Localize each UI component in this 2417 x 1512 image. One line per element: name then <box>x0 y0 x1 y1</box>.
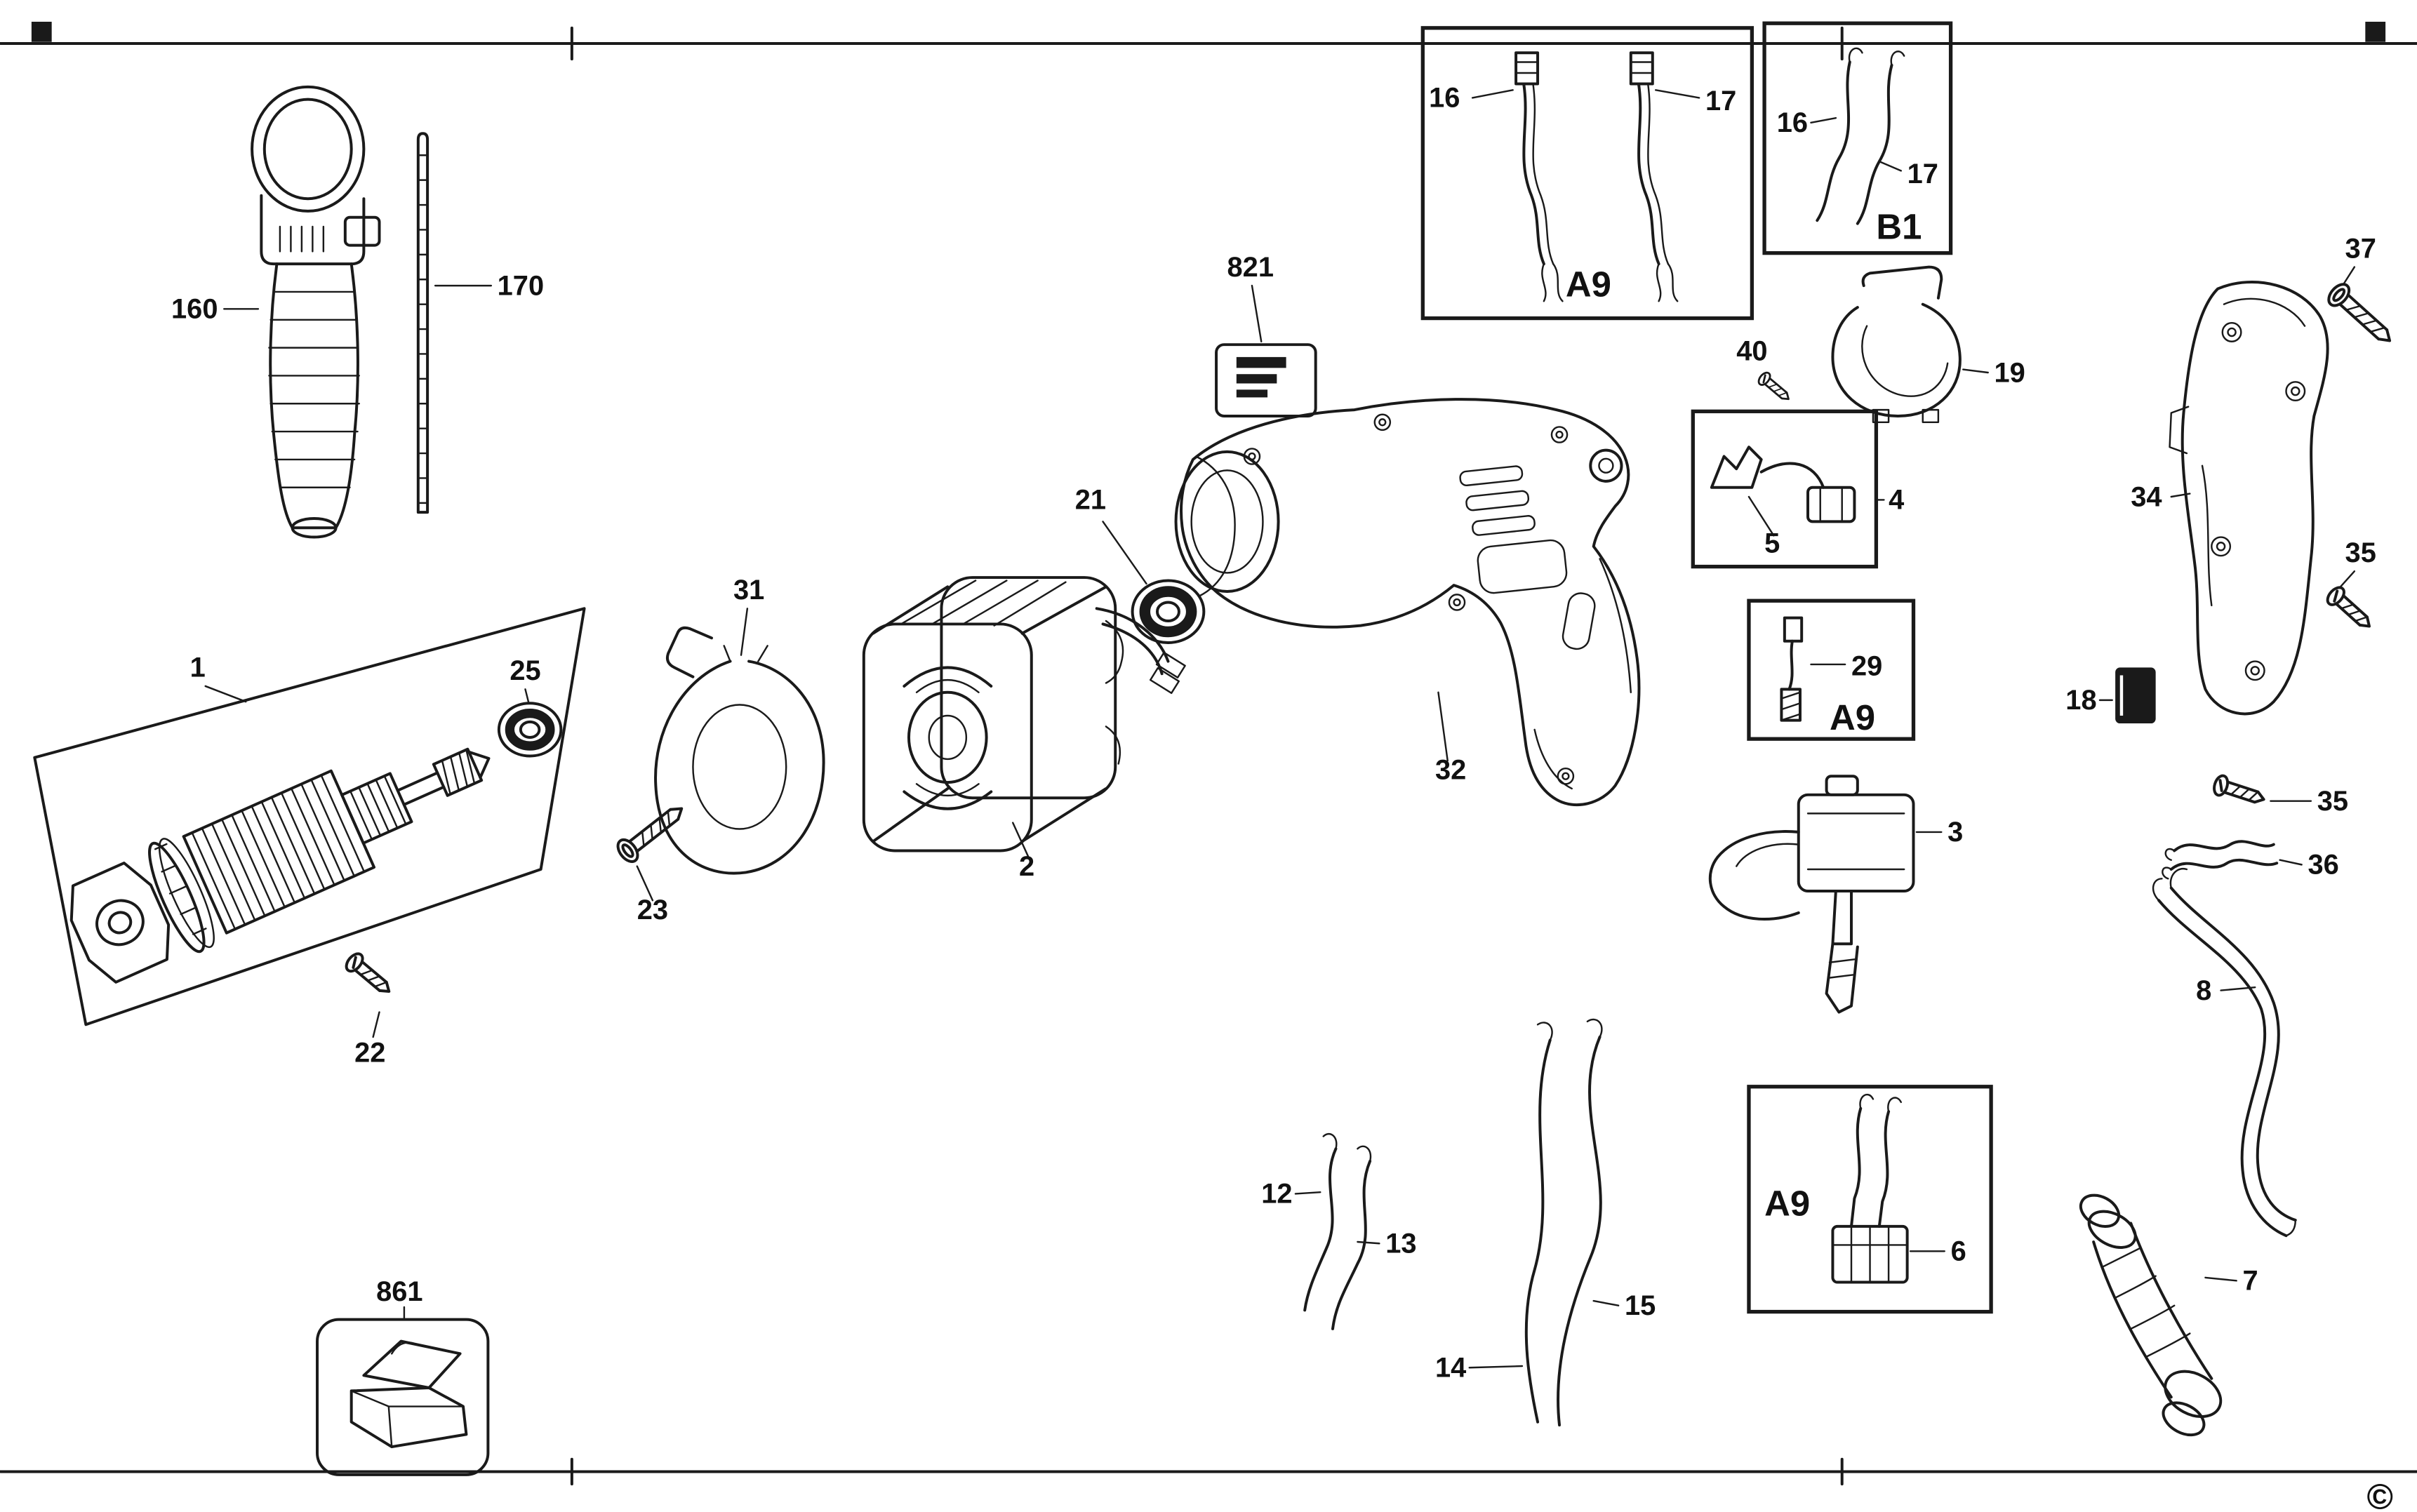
label-18: 18 <box>2065 685 2096 716</box>
part-12-wire <box>1294 1132 1338 1312</box>
part-35-lower-screw <box>2210 772 2269 811</box>
part-13-wire <box>1331 1145 1380 1330</box>
label-2: 2 <box>1019 851 1034 882</box>
part-17-carbon-brush <box>1629 51 1679 302</box>
part-23-screw <box>612 797 691 867</box>
part-40-screw <box>1755 369 1795 406</box>
part-6-brush <box>1831 1093 1909 1284</box>
copyright-mark: © <box>2367 1477 2394 1512</box>
inset-box-a9-top <box>1420 26 1755 321</box>
part-861-kitbox <box>316 1306 490 1476</box>
label-19: 19 <box>1995 357 2025 388</box>
label-1: 1 <box>190 653 206 683</box>
label-8: 8 <box>2196 975 2211 1006</box>
part-170-depth-rod <box>416 132 493 514</box>
inset-box-4 <box>1691 409 1879 569</box>
part-25-bearing <box>497 688 563 758</box>
part-821-nameplate <box>1215 284 1317 417</box>
label-35-lower: 35 <box>2317 786 2348 817</box>
part-32-motor-housing <box>1174 398 1641 807</box>
part-34-handle-half <box>2169 281 2329 716</box>
label-25: 25 <box>510 655 540 686</box>
part-22-screw <box>342 949 397 1001</box>
label-15: 15 <box>1625 1290 1656 1321</box>
part-7-cord-protector <box>2079 1193 2237 1437</box>
label-32: 32 <box>1435 755 1466 786</box>
inset-code-a9-bottom: A9 <box>1764 1183 1810 1223</box>
part-160-side-handle <box>223 85 381 539</box>
label-160: 160 <box>171 294 218 325</box>
label-17-b1: 17 <box>1907 159 1938 189</box>
leader-23 <box>636 865 654 902</box>
label-6: 6 <box>1951 1236 1966 1267</box>
label-37: 37 <box>2345 233 2376 264</box>
part-15-wire <box>1557 1018 1620 1427</box>
part-21-bearing <box>1102 521 1206 644</box>
label-21: 21 <box>1075 485 1106 516</box>
leader-37 <box>2343 266 2356 286</box>
label-4: 4 <box>1889 485 1904 516</box>
part-14-wire <box>1468 1022 1553 1424</box>
label-35-upper: 35 <box>2345 537 2376 568</box>
label-3: 3 <box>1947 817 1963 848</box>
part-1-armature-assembly <box>33 607 586 1026</box>
leader-22 <box>372 1011 380 1038</box>
part-36-wire-clip <box>2162 840 2303 880</box>
part-37-screw <box>2323 279 2399 352</box>
inset-box-a9-bottom <box>1747 1085 1993 1314</box>
label-16-a9: 16 <box>1429 83 1460 114</box>
page-border-bottom <box>0 1457 2417 1486</box>
part-2-field-stator <box>862 576 1186 858</box>
inset-code-b1: B1 <box>1876 207 1922 247</box>
label-14: 14 <box>1435 1353 1466 1384</box>
part-3-switch <box>1708 775 1943 1014</box>
part-31-baffle-plate <box>654 608 825 875</box>
inset-code-a9-top: A9 <box>1566 265 1611 305</box>
label-16-b1: 16 <box>1777 107 1808 138</box>
label-34: 34 <box>2131 481 2162 512</box>
label-22: 22 <box>354 1037 385 1068</box>
label-5: 5 <box>1764 528 1780 559</box>
part-8-cord <box>2152 867 2297 1238</box>
part-35-upper-screw <box>2323 583 2378 636</box>
label-12: 12 <box>1261 1179 1292 1210</box>
inset-box-a9-mid <box>1747 598 1916 741</box>
label-861: 861 <box>376 1276 422 1307</box>
leader-35-upper <box>2339 570 2356 588</box>
label-29: 29 <box>1851 650 1882 681</box>
part-19-brush-holder <box>1831 265 1989 424</box>
part-29-brush <box>1780 616 1804 722</box>
part-16-carbon-brush <box>1514 51 1564 302</box>
label-40: 40 <box>1736 335 1767 366</box>
label-821: 821 <box>1227 252 1274 283</box>
label-13: 13 <box>1385 1229 1416 1259</box>
label-31: 31 <box>733 575 764 606</box>
part-5-clip <box>1710 446 1856 523</box>
part-18-capacitor <box>2098 667 2156 724</box>
inset-box-b1 <box>1762 21 1953 255</box>
label-170: 170 <box>498 270 544 301</box>
page-border-top <box>0 21 2417 61</box>
label-7: 7 <box>2243 1266 2258 1297</box>
label-23: 23 <box>637 895 668 925</box>
label-36: 36 <box>2308 850 2338 881</box>
inset-code-a9-mid: A9 <box>1830 697 1875 737</box>
label-17-a9: 17 <box>1705 86 1736 116</box>
